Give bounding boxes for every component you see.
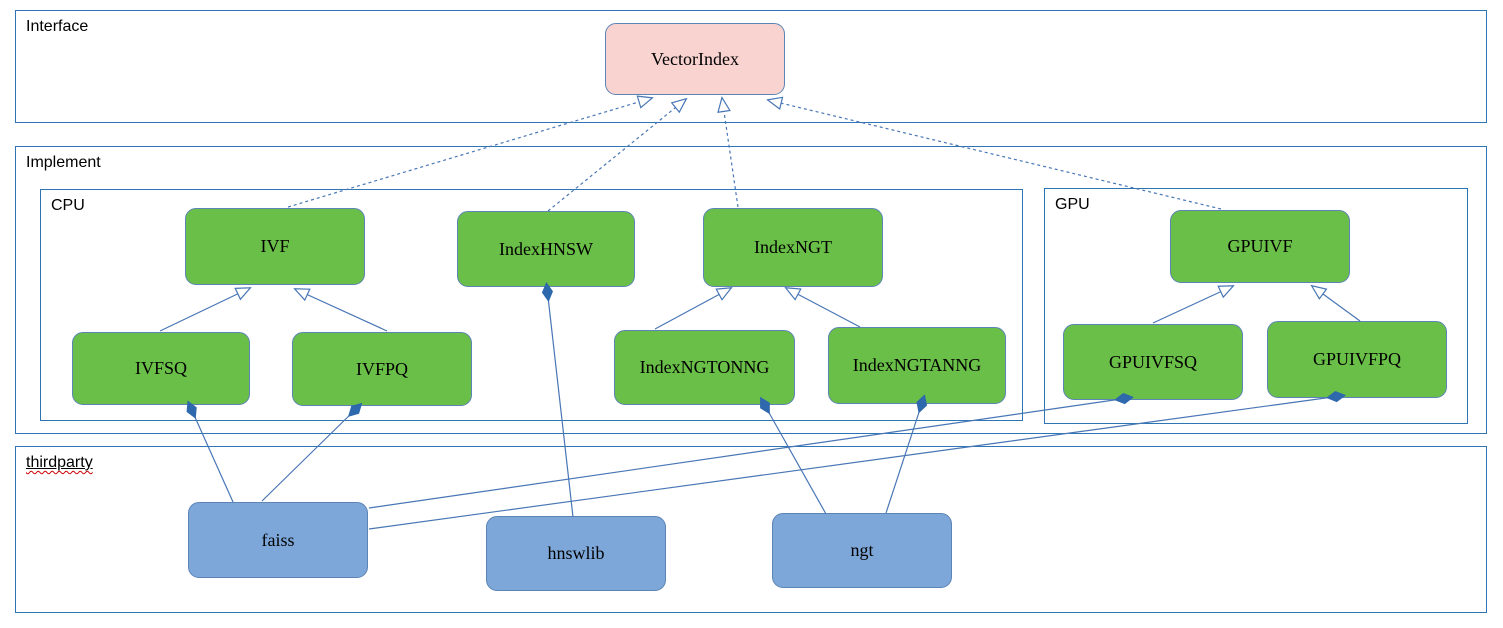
node-indexhnsw-label: IndexHNSW — [499, 238, 593, 259]
node-gpuivfpq: GPUIVFPQ — [1267, 321, 1447, 398]
node-indexngt-label: IndexNGT — [754, 237, 832, 257]
container-thirdparty-label: thirdparty — [26, 454, 93, 472]
node-indexhnsw: IndexHNSW — [457, 211, 635, 287]
node-indexngtanng: IndexNGTANNG — [828, 327, 1006, 404]
container-thirdparty-label-text: thirdparty — [26, 454, 93, 471]
node-ivfsq-label: IVFSQ — [134, 358, 187, 378]
node-ivfsq: IVFSQ — [72, 332, 250, 405]
container-interface: Interface — [15, 10, 1487, 123]
node-faiss: faiss — [188, 502, 368, 578]
node-ngt: ngt — [772, 513, 952, 588]
container-implement-label: Implement — [26, 154, 101, 171]
node-ivfpq: IVFPQ — [292, 332, 472, 406]
node-ivfpq-label: IVFPQ — [355, 358, 408, 379]
container-interface-label: Interface — [26, 18, 89, 35]
node-gpuivf-label: GPUIVF — [1227, 236, 1293, 256]
node-indexngt: IndexNGT — [703, 208, 883, 287]
node-hnswlib-label: hnswlib — [547, 543, 605, 563]
node-vectorindex: VectorIndex — [605, 23, 785, 95]
node-vectorindex-label: VectorIndex — [651, 48, 739, 69]
node-faiss-label: faiss — [261, 529, 295, 550]
node-ngt-label: ngt — [850, 540, 874, 560]
container-gpu-label: GPU — [1055, 196, 1090, 213]
node-indexngtonng: IndexNGTONNG — [614, 330, 795, 405]
node-gpuivf: GPUIVF — [1170, 210, 1350, 283]
node-ivf-label: IVF — [260, 236, 290, 256]
node-ivf: IVF — [185, 208, 365, 285]
node-gpuivfsq: GPUIVFSQ — [1063, 324, 1243, 400]
node-gpuivfpq-label: GPUIVFPQ — [1312, 349, 1402, 369]
node-indexngtonng-label: IndexNGTONNG — [639, 357, 770, 377]
node-hnswlib: hnswlib — [486, 516, 666, 591]
node-indexngtanng-label: IndexNGTANNG — [852, 355, 982, 375]
container-cpu-label: CPU — [51, 197, 85, 214]
node-gpuivfsq-label: GPUIVFSQ — [1108, 351, 1198, 372]
